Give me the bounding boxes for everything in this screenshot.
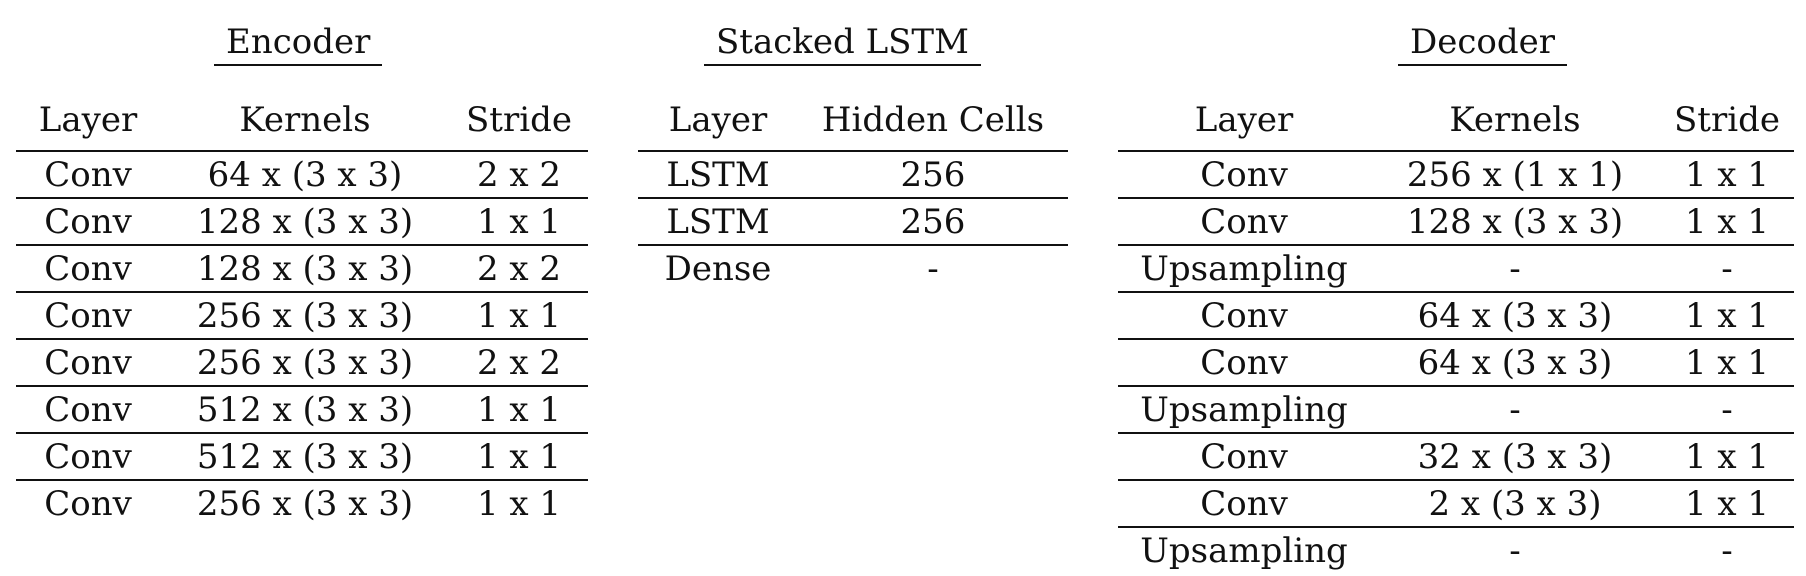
table-row: Conv 2 x (3 x 3) 1 x 1 [1118, 480, 1794, 527]
stride-cell: 1 x 1 [476, 389, 562, 430]
encoder-table: Layer Kernels Stride Conv 64 x (3 x 3) 2 x… [16, 98, 588, 526]
stride-cell: 1 x 1 [476, 295, 562, 336]
kernels-cell: 256 x (3 x 3) [196, 483, 414, 524]
table-row: Conv 128 x (3 x 3) 1 x 1 [1118, 198, 1794, 245]
table-row: Conv 256 x (3 x 3) 2 x 2 [16, 339, 588, 386]
layer-cell: Upsampling [1140, 530, 1348, 571]
decoder-header-stride: Stride [1674, 100, 1780, 140]
stride-cell: - [1721, 389, 1733, 430]
stacked-lstm-header-row: Layer Hidden Cells [638, 98, 1068, 151]
kernels-cell: 256 x (3 x 3) [196, 342, 414, 383]
stride-cell: 1 x 1 [1684, 295, 1770, 336]
stacked-lstm-header-layer: Layer [668, 100, 768, 140]
layer-cell: LSTM [666, 154, 770, 195]
table-row: Conv 64 x (3 x 3) 1 x 1 [1118, 339, 1794, 386]
decoder-header-layer: Layer [1194, 100, 1294, 140]
kernels-cell: 128 x (3 x 3) [1406, 201, 1624, 242]
layer-cell: Conv [44, 154, 132, 195]
table-row: Conv 512 x (3 x 3) 1 x 1 [16, 386, 588, 433]
table-row: Conv 64 x (3 x 3) 2 x 2 [16, 151, 588, 198]
encoder-title: Encoder [214, 22, 383, 66]
layer-cell: Upsampling [1140, 389, 1348, 430]
kernels-cell: 128 x (3 x 3) [196, 248, 414, 289]
decoder-header-kernels: Kernels [1449, 100, 1581, 140]
table-row: Conv 256 x (3 x 3) 1 x 1 [16, 292, 588, 339]
stacked-lstm-title: Stacked LSTM [704, 22, 981, 66]
kernels-cell: 256 x (3 x 3) [196, 295, 414, 336]
table-row: Conv 256 x (3 x 3) 1 x 1 [16, 480, 588, 526]
kernels-cell: 128 x (3 x 3) [196, 201, 414, 242]
layer-cell: Conv [1200, 201, 1288, 242]
layer-cell: Conv [44, 342, 132, 383]
table-row: Dense - [638, 245, 1068, 291]
stacked-lstm-table: Layer Hidden Cells LSTM 256 LSTM 256 Dense… [638, 98, 1068, 291]
decoder-title: Decoder [1398, 22, 1568, 66]
layer-cell: Conv [44, 389, 132, 430]
kernels-cell: 64 x (3 x 3) [207, 154, 403, 195]
layer-cell: LSTM [666, 201, 770, 242]
stride-cell: 1 x 1 [1684, 201, 1770, 242]
table-row: Conv 128 x (3 x 3) 2 x 2 [16, 245, 588, 292]
layer-cell: Conv [1200, 436, 1288, 477]
stride-cell: 1 x 1 [476, 436, 562, 477]
stride-cell: 1 x 1 [1684, 483, 1770, 524]
encoder-header-row: Layer Kernels Stride [16, 98, 588, 151]
kernels-cell: 2 x (3 x 3) [1428, 483, 1602, 524]
layer-cell: Conv [44, 201, 132, 242]
kernels-cell: 256 x (1 x 1) [1406, 154, 1624, 195]
kernels-cell: - [1509, 248, 1521, 289]
layer-cell: Conv [44, 483, 132, 524]
kernels-cell: 512 x (3 x 3) [196, 389, 414, 430]
layer-cell: Conv [1200, 342, 1288, 383]
layer-cell: Conv [1200, 483, 1288, 524]
stride-cell: 2 x 2 [476, 248, 562, 289]
kernels-cell: 64 x (3 x 3) [1417, 295, 1613, 336]
kernels-cell: 32 x (3 x 3) [1417, 436, 1613, 477]
encoder-header-layer: Layer [38, 100, 138, 140]
table-row: LSTM 256 [638, 151, 1068, 198]
encoder-header-stride: Stride [466, 100, 572, 140]
table-row: Upsampling - - [1118, 386, 1794, 433]
layer-cell: Conv [1200, 295, 1288, 336]
kernels-cell: - [1509, 530, 1521, 571]
kernels-cell: 512 x (3 x 3) [196, 436, 414, 477]
decoder-header-row: Layer Kernels Stride [1118, 98, 1794, 151]
table-row: Upsampling - - [1118, 245, 1794, 292]
layer-cell: Upsampling [1140, 248, 1348, 289]
table-row: Conv 128 x (3 x 3) 1 x 1 [16, 198, 588, 245]
layer-cell: Conv [44, 436, 132, 477]
layer-cell: Conv [1200, 154, 1288, 195]
stride-cell: 1 x 1 [1684, 342, 1770, 383]
table-row: Conv 512 x (3 x 3) 1 x 1 [16, 433, 588, 480]
table-row: LSTM 256 [638, 198, 1068, 245]
hidden-cells-cell: 256 [900, 201, 966, 242]
stride-cell: 1 x 1 [1684, 436, 1770, 477]
stacked-lstm-header-hidden-cells: Hidden Cells [821, 100, 1045, 140]
hidden-cells-cell: - [927, 248, 939, 289]
decoder-table: Layer Kernels Stride Conv 256 x (1 x 1) 1 … [1118, 98, 1794, 573]
kernels-cell: - [1509, 389, 1521, 430]
stride-cell: - [1721, 248, 1733, 289]
hidden-cells-cell: 256 [900, 154, 966, 195]
stride-cell: - [1721, 530, 1733, 571]
encoder-header-kernels: Kernels [239, 100, 371, 140]
kernels-cell: 64 x (3 x 3) [1417, 342, 1613, 383]
stride-cell: 2 x 2 [476, 154, 562, 195]
table-row: Upsampling - - [1118, 527, 1794, 573]
stride-cell: 1 x 1 [476, 201, 562, 242]
stride-cell: 1 x 1 [476, 483, 562, 524]
layer-cell: Dense [664, 248, 772, 289]
table-row: Conv 32 x (3 x 3) 1 x 1 [1118, 433, 1794, 480]
layer-cell: Conv [44, 248, 132, 289]
layer-cell: Conv [44, 295, 132, 336]
stride-cell: 2 x 2 [476, 342, 562, 383]
table-row: Conv 64 x (3 x 3) 1 x 1 [1118, 292, 1794, 339]
stride-cell: 1 x 1 [1684, 154, 1770, 195]
table-row: Conv 256 x (1 x 1) 1 x 1 [1118, 151, 1794, 198]
